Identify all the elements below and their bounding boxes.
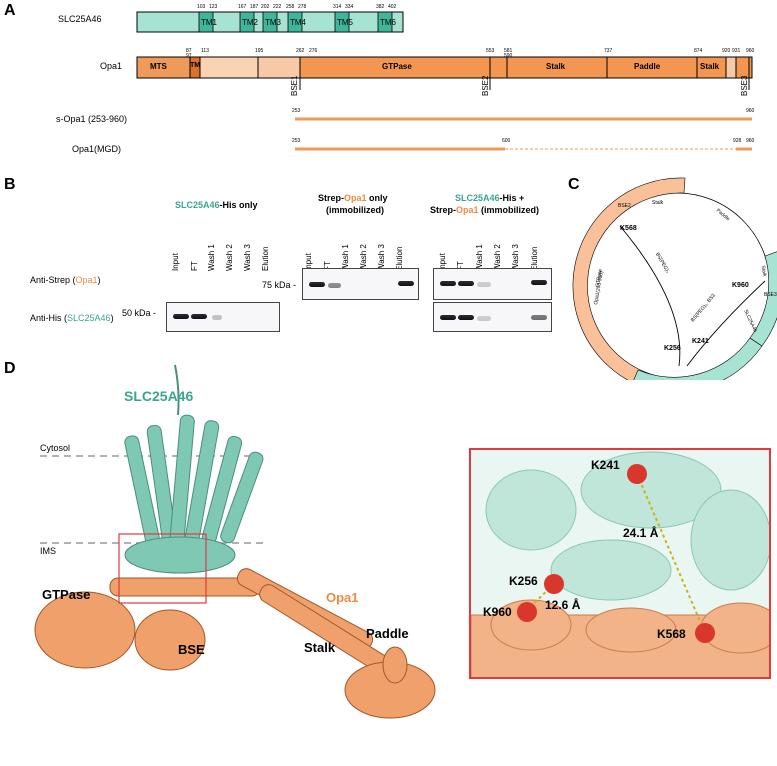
ims-label: IMS xyxy=(40,546,57,556)
opa1-tick: 97 xyxy=(186,53,192,59)
distance-12: 12.6 Å xyxy=(545,598,581,612)
slc-tick: 334 xyxy=(345,4,354,10)
tm3-label: TM3 xyxy=(265,18,281,27)
structure-model xyxy=(34,364,436,719)
domain-mts: MTS xyxy=(150,62,167,71)
opa1-tick: 874 xyxy=(694,48,703,54)
slc25a46-label: SLC25A46 xyxy=(58,14,102,24)
slc-tick: 314 xyxy=(333,4,342,10)
tm6-label: TM6 xyxy=(380,18,396,27)
cytosol-label: Cytosol xyxy=(40,443,71,453)
mgd-tick: 253 xyxy=(292,138,301,144)
slc-tick: 278 xyxy=(298,4,307,10)
domain-paddle: Paddle xyxy=(634,62,661,71)
tm2-label: TM2 xyxy=(242,18,258,27)
crosslink-circle-plot xyxy=(572,177,777,380)
opa1-tick: 920 xyxy=(722,48,731,54)
panel-label-d: D xyxy=(4,360,16,377)
slc-tick: 402 xyxy=(388,4,397,10)
opa1-tick: 737 xyxy=(604,48,613,54)
domain-stalk: Stalk xyxy=(546,62,566,71)
opa1-tick: 581 xyxy=(504,48,513,54)
gtpase-label: GTPase xyxy=(42,587,91,602)
bse-label: BSE xyxy=(178,642,205,657)
slc-tick: 167 xyxy=(238,4,247,10)
arc-bse3: BSE3 xyxy=(764,292,777,298)
k568-marker: K568 xyxy=(620,225,637,232)
k960-marker: K960 xyxy=(732,282,749,289)
blot-combo-antistrep xyxy=(433,268,552,300)
blot-his-only-antihis xyxy=(166,302,280,332)
opa1-label: Opa1 xyxy=(100,61,123,71)
opa1-tick: 931 xyxy=(732,48,741,54)
group1-title: SLC25A46-His only xyxy=(175,200,258,210)
tm4-label: TM4 xyxy=(290,18,306,27)
tm1-label: TM1 xyxy=(201,18,217,27)
slc-tick: 123 xyxy=(209,4,218,10)
s-opa1-start: 253 xyxy=(292,108,301,114)
slc-tick: 202 xyxy=(261,4,270,10)
group3-title: SLC25A46-His + xyxy=(455,193,525,203)
group2-subtitle: (immobilized) xyxy=(326,205,384,215)
opa1-tick: 276 xyxy=(309,48,318,54)
blot-opa1-only-antistrep xyxy=(302,268,419,300)
arc-stalk: Stalk xyxy=(652,200,664,206)
mw-75-label: 75 kDa - xyxy=(262,280,297,290)
slc-tick: 103 xyxy=(197,4,206,10)
s-opa1-end: 960 xyxy=(746,108,755,114)
blot-combo-antihis xyxy=(433,302,552,332)
zoom-inset: K241 K256 K960 K568 24.1 Å 12.6 Å xyxy=(469,448,771,679)
group3-subtitle: Strep-Opa1 (immobilized) xyxy=(430,205,540,215)
zoom-k568: K568 xyxy=(657,627,686,641)
domain-gtpase: GTPase xyxy=(382,62,412,71)
domain-stalk-2: Stalk xyxy=(700,62,720,71)
tm5-label: TM5 xyxy=(337,18,353,27)
domain-tm: TM xyxy=(190,62,201,69)
mgd-label: Opa1(MGD) xyxy=(72,144,122,154)
opa1-tick: 87 xyxy=(186,48,192,54)
opa1-structure-label: Opa1 xyxy=(326,590,359,605)
zoom-k241: K241 xyxy=(591,458,620,472)
panel-label-c: C xyxy=(568,176,580,193)
slc25a46-domain-diagram xyxy=(136,11,753,151)
opa1-tick: 113 xyxy=(201,48,209,54)
distance-24: 24.1 Å xyxy=(623,526,659,540)
mgd-tick: 960 xyxy=(746,138,755,144)
arc-bse2: BSE2 xyxy=(618,203,631,209)
zoom-structure xyxy=(471,451,769,677)
zoom-k960: K960 xyxy=(483,605,512,619)
k241-marker: K241 xyxy=(692,338,709,345)
stalk-label: Stalk xyxy=(304,640,336,655)
opa1-tick: 195 xyxy=(255,48,264,54)
mw-50-label: 50 kDa - xyxy=(122,308,157,318)
structure-slc25a46-label: SLC25A46 xyxy=(124,388,194,404)
anti-strep-label: Anti-Strep (Opa1) xyxy=(30,275,101,285)
paddle-label: Paddle xyxy=(366,626,409,641)
slc-tick: 382 xyxy=(376,4,385,10)
slc-tick: 187 xyxy=(250,4,259,10)
opa1-tick: 590 xyxy=(504,53,513,59)
slc-tick: 258 xyxy=(286,4,295,10)
zoom-k256: K256 xyxy=(509,574,538,588)
opa1-tick: 262 xyxy=(296,48,305,54)
anti-his-label: Anti-His (SLC25A46) xyxy=(30,313,114,323)
opa1-tick: 960 xyxy=(746,48,755,54)
group2-title: Strep-Opa1 only xyxy=(318,193,388,203)
slc-tick: 222 xyxy=(273,4,282,10)
panel-label-b: B xyxy=(4,176,16,193)
s-opa1-label: s-Opa1 (253-960) xyxy=(56,114,128,124)
mgd-tick: 928 xyxy=(733,138,742,144)
mgd-tick: 600 xyxy=(502,138,511,144)
panel-label-a: A xyxy=(4,2,16,19)
opa1-tick: 553 xyxy=(486,48,495,54)
k256-marker: K256 xyxy=(664,345,681,352)
